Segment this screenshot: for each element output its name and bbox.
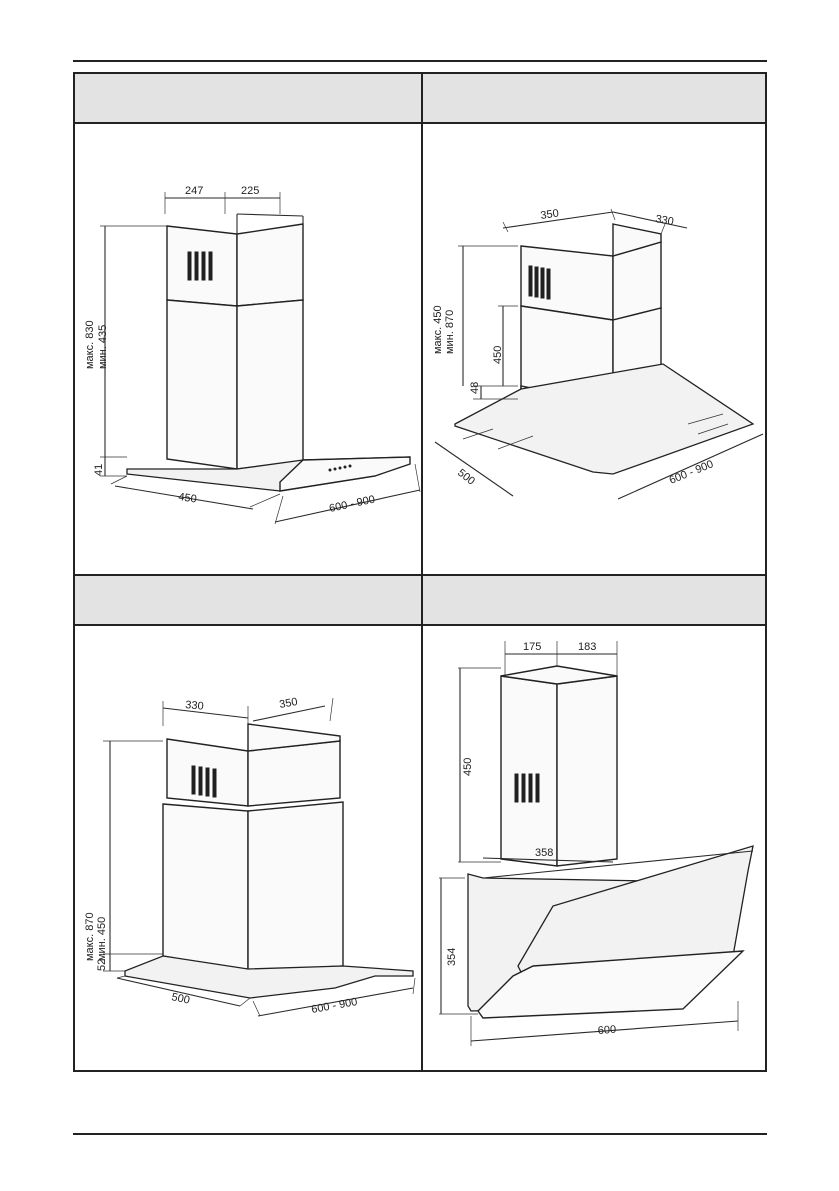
dim-top-left: 330 [185,699,204,713]
column-divider [421,74,423,1070]
dim-base: 41 [93,464,105,476]
dim-top-left: 175 [523,641,541,653]
dim-depth: 500 [455,467,477,488]
dim-width: 600 [597,1024,616,1037]
dim-top-right: 350 [278,696,298,711]
dim-chimney-width: 358 [535,847,553,859]
dim-lower: 450 [492,346,504,364]
dim-height-min: мин. 435 [97,325,109,369]
dim-height-max: макс. 830 [84,320,96,369]
dim-body-height: 354 [446,948,458,966]
dim-height: 450 [462,758,474,776]
header-cell-2 [423,74,765,124]
diagram-table: 247 225 макс. 830 мин. 435 41 450 600 - … [73,72,767,1072]
dim-width: 600 - 900 [310,996,358,1016]
dim-height-max: макс. 450 [432,305,444,354]
hood-diagram-3: 330 350 макс. 870 мин. 450 52 500 600 - … [84,696,416,1017]
dim-base: 48 [469,382,481,394]
dim-top-right: 330 [654,213,674,228]
dim-top-left: 350 [540,208,560,222]
dim-top-right: 225 [241,185,259,197]
dim-depth: 450 [178,491,198,505]
header-cell-4 [423,576,765,626]
dim-base: 52 [96,959,108,971]
dim-depth: 500 [170,991,190,1007]
hood-diagram-4: 175 183 450 358 354 600 [439,641,754,1046]
header-cell-1 [75,74,421,124]
dim-height-min: мин. 450 [96,917,108,961]
bottom-rule [73,1133,767,1135]
row-divider [75,574,765,576]
dim-top-left: 247 [185,185,203,197]
dim-height-min: мин. 870 [444,310,456,354]
dim-width: 600 - 900 [328,494,376,515]
dim-height-max: макс. 870 [84,912,96,961]
hood-diagram-2: 350 330 макс. 450 мин. 870 450 48 500 60… [432,208,764,500]
header-cell-3 [75,576,421,626]
hood-diagram-1: 247 225 макс. 830 мин. 435 41 450 600 - … [84,185,421,525]
dim-top-right: 183 [578,641,596,653]
dim-width: 600 - 900 [668,458,716,487]
top-rule [73,60,767,62]
